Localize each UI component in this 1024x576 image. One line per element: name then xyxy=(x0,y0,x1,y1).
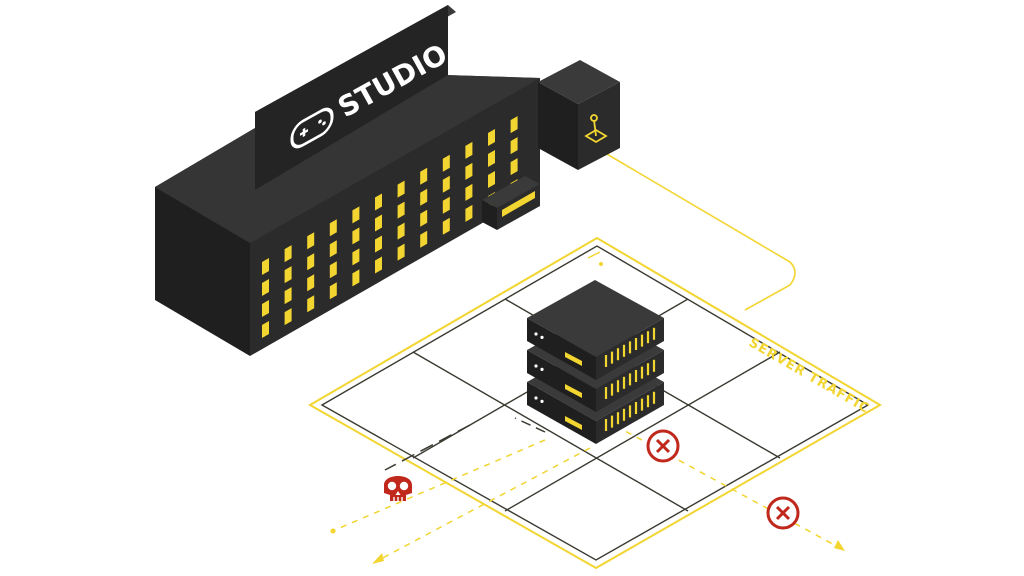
building-window xyxy=(262,321,269,338)
grid-line xyxy=(504,351,781,512)
traffic-line xyxy=(604,419,841,549)
server-indicator-dot xyxy=(540,367,544,371)
gamepad-icon xyxy=(290,107,334,149)
grid-label: SERVER TRAFFIC xyxy=(746,335,872,416)
building-left-face xyxy=(155,187,250,356)
building-window xyxy=(442,154,450,172)
building-roof-top xyxy=(155,72,540,243)
building-window xyxy=(510,158,518,176)
server-unit-left xyxy=(527,318,596,380)
building-window xyxy=(488,129,495,146)
building-window xyxy=(442,175,450,193)
x-circle-icon xyxy=(646,429,680,463)
building-window xyxy=(397,201,405,219)
skull-icon xyxy=(384,476,412,501)
building-window xyxy=(465,183,473,201)
building-window xyxy=(397,243,405,261)
server-unit-top xyxy=(527,280,664,357)
server-indicator-dot xyxy=(534,364,538,368)
building-window xyxy=(420,209,428,227)
building-window xyxy=(352,269,360,287)
building-window xyxy=(262,258,269,275)
server-status-light xyxy=(565,384,582,398)
server-unit-left xyxy=(527,382,596,444)
grid-outer-border xyxy=(307,236,882,570)
annex-left xyxy=(538,82,578,170)
building-window xyxy=(329,282,337,300)
building-window xyxy=(284,266,292,284)
building-window xyxy=(442,196,450,214)
building-window xyxy=(375,235,382,253)
building-window xyxy=(465,204,473,222)
building-window xyxy=(329,240,337,258)
server-status-light xyxy=(565,352,582,366)
building-window xyxy=(397,180,405,198)
building-window xyxy=(488,150,495,167)
traffic-lines xyxy=(330,417,845,564)
annex-right xyxy=(578,82,620,170)
entrance-top xyxy=(482,176,540,208)
grid-tick-mark xyxy=(587,251,601,259)
building-window xyxy=(397,222,405,240)
server-indicator-dot xyxy=(534,396,538,400)
server-rack xyxy=(527,280,664,444)
building-window xyxy=(307,253,315,271)
server-indicator-dot xyxy=(540,335,544,339)
traffic-line xyxy=(334,439,546,531)
building-window xyxy=(284,287,292,305)
entrance-light xyxy=(502,191,535,217)
building-window xyxy=(329,261,337,279)
building-window xyxy=(307,274,315,292)
building-window xyxy=(465,162,473,180)
x-circle-icon xyxy=(766,496,800,530)
grid-tick-dot xyxy=(599,262,603,266)
building-windows xyxy=(262,116,518,338)
building-window xyxy=(465,141,473,159)
traffic-line-blocked xyxy=(514,417,546,433)
grid-line xyxy=(412,351,689,512)
building-window xyxy=(420,188,428,206)
server-unit xyxy=(527,280,664,380)
annex-top xyxy=(538,60,620,104)
building-window xyxy=(510,116,518,134)
connection-line xyxy=(599,149,796,311)
building-window xyxy=(307,295,315,313)
server-unit-left xyxy=(527,350,596,412)
building-window xyxy=(352,227,360,245)
traffic-line xyxy=(374,447,591,563)
building-window xyxy=(329,219,337,237)
annex-cube xyxy=(538,60,620,170)
building-window xyxy=(375,214,382,232)
server-indicator-dot xyxy=(540,399,544,403)
building-window xyxy=(442,217,450,235)
building-window xyxy=(352,248,360,266)
traffic-line-end-dot xyxy=(330,528,336,534)
building-window xyxy=(284,308,292,326)
building-window xyxy=(262,300,269,317)
entrance-side xyxy=(482,200,497,230)
building-window xyxy=(420,230,428,248)
building-window xyxy=(375,256,382,274)
studio-building: STUDIO xyxy=(155,5,540,356)
building-window xyxy=(420,167,428,185)
building-window xyxy=(307,232,315,250)
building-window xyxy=(488,171,495,188)
arrow-head xyxy=(372,553,384,564)
arrow-head xyxy=(834,540,845,551)
building-window xyxy=(510,137,518,155)
building-window xyxy=(284,245,292,263)
building-window xyxy=(262,279,269,296)
server-status-light xyxy=(565,416,582,430)
joystick-icon xyxy=(584,114,608,144)
traffic-line-blocked xyxy=(384,424,471,471)
server-indicator-dot xyxy=(534,332,538,336)
building-window xyxy=(352,206,360,224)
building-window xyxy=(375,193,382,211)
